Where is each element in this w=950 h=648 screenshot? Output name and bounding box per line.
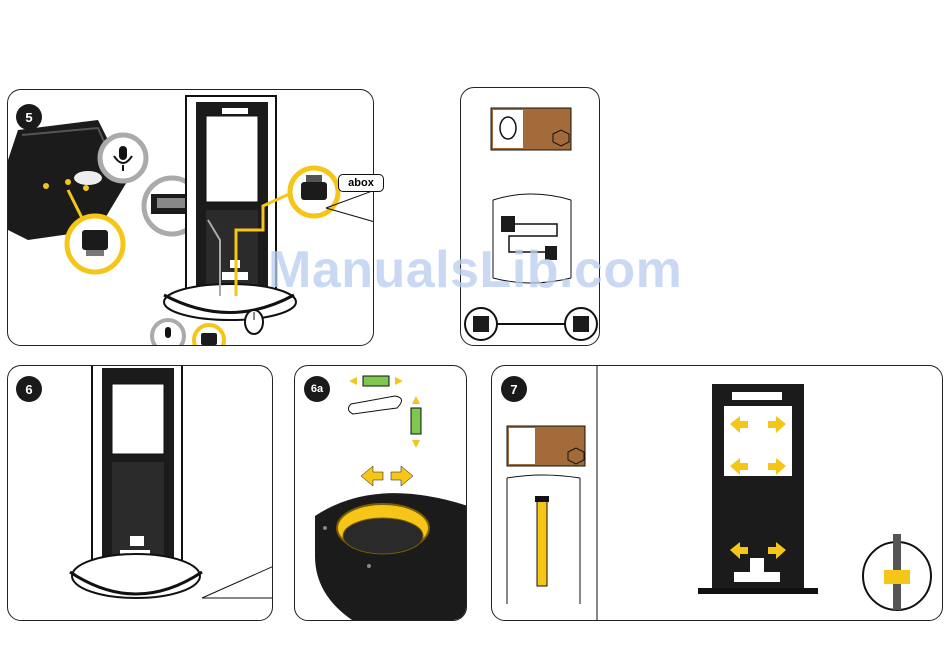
- wall-frame-icon: [698, 384, 818, 594]
- magnify-icon: [863, 534, 931, 610]
- stand-frame-icon: [70, 365, 202, 598]
- adjust-ring-icon: [315, 493, 467, 621]
- step-5-detail-panel: [460, 87, 600, 346]
- level-icon: [348, 376, 421, 448]
- strap-icon: [507, 475, 580, 604]
- step-7-panel: 7: [491, 365, 943, 621]
- step-5-panel: 5: [7, 89, 374, 346]
- mouse-icon: [245, 310, 263, 334]
- brand-logo: abox: [338, 174, 384, 192]
- connector-icon: [194, 325, 224, 346]
- step-7-illustration: [492, 366, 943, 621]
- step-6-panel: 6: [7, 365, 273, 621]
- step-6a-illustration: [295, 366, 467, 621]
- microphone-icon: [100, 135, 146, 181]
- step-6a-panel: 6a: [294, 365, 467, 621]
- connector-icon: [290, 168, 338, 216]
- watermark: ManualsLib.com: [268, 240, 682, 300]
- step-5-detail-illustration: [461, 88, 600, 346]
- box-icon: [507, 426, 585, 466]
- arrow-icon: [361, 466, 413, 486]
- box-icon: [491, 108, 571, 150]
- step-6-illustration: [8, 366, 273, 621]
- step-5-illustration: [8, 90, 374, 346]
- connector-link-icon: [465, 308, 597, 340]
- microphone-icon: [152, 320, 184, 346]
